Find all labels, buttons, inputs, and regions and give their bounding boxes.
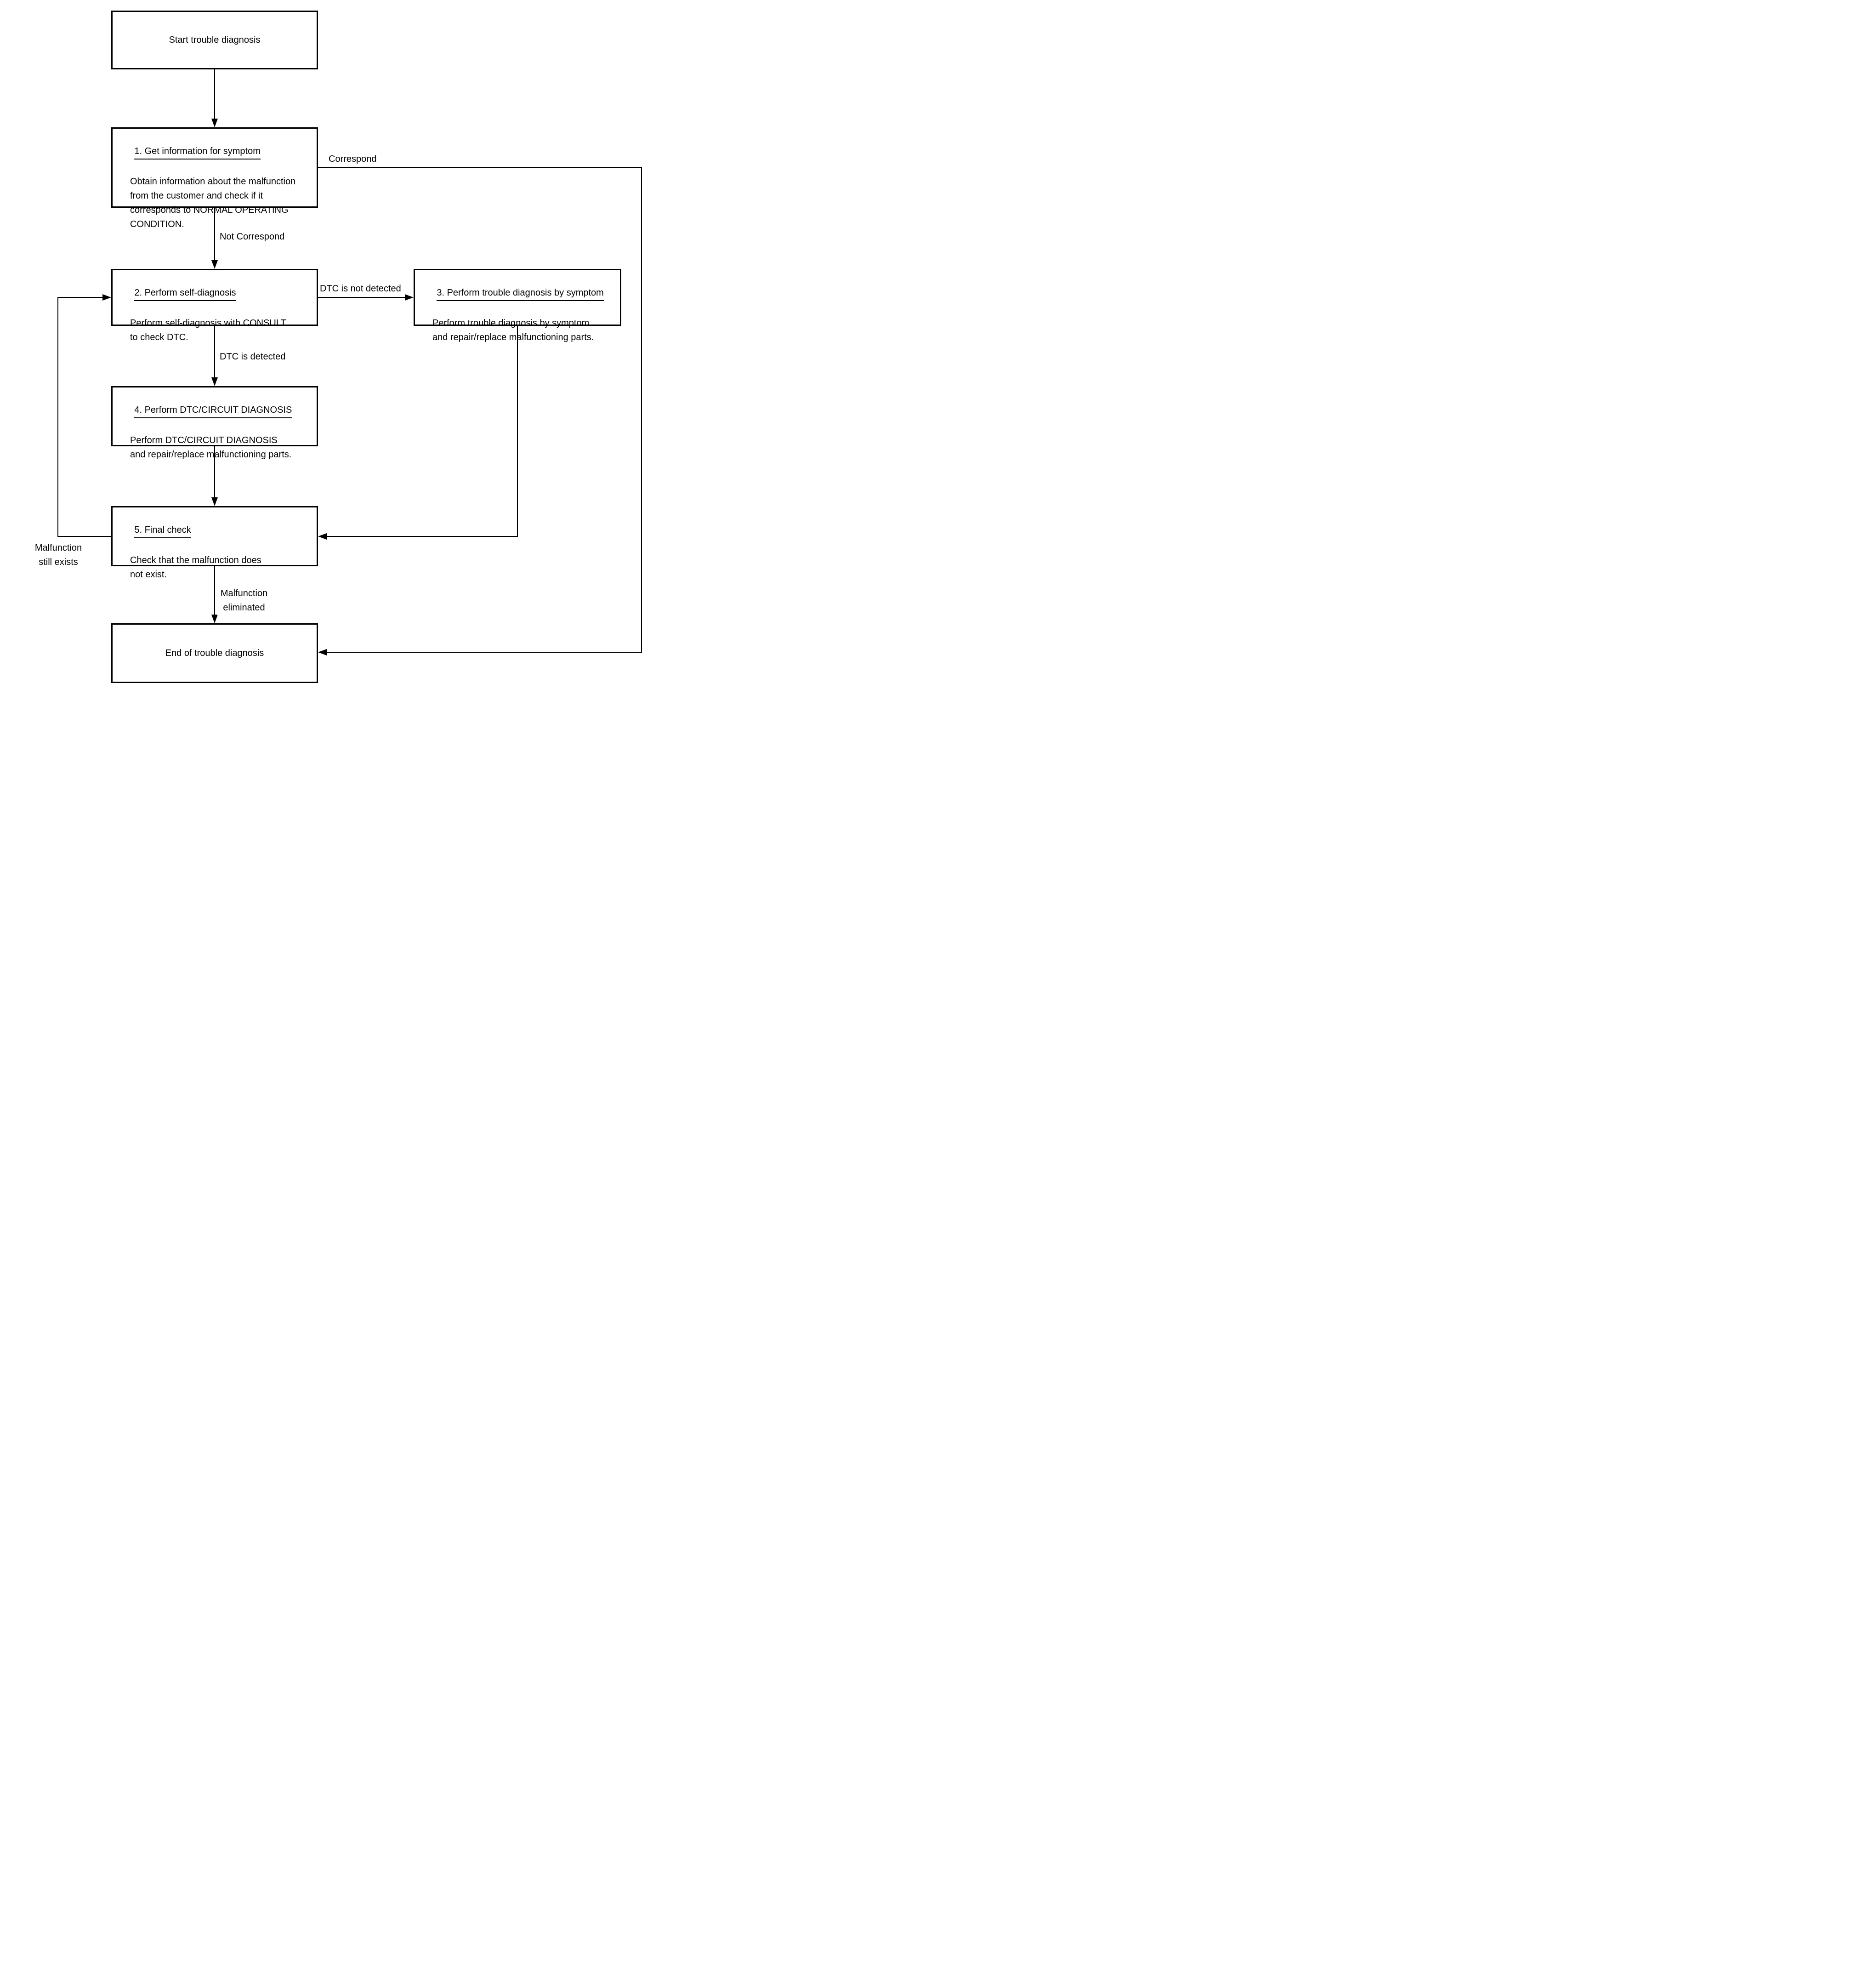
edge-correspond-vertical xyxy=(641,167,642,653)
edge-label-correspond: Correspond xyxy=(329,152,377,166)
node-end-label: End of trouble diagnosis xyxy=(165,648,264,658)
arrowhead-into-step5 xyxy=(211,497,218,506)
edge-label-not-correspond: Not Correspond xyxy=(220,230,285,244)
arrowhead-into-end-top xyxy=(211,615,218,623)
node-step2-title: 2. Perform self-diagnosis xyxy=(113,270,317,313)
edge-step3-into-step5 xyxy=(327,536,518,537)
arrowhead-into-step2 xyxy=(211,260,218,269)
node-step1: 1. Get information for symptom Obtain in… xyxy=(111,127,318,229)
node-step3: 3. Perform trouble diagnosis by symptom … xyxy=(414,269,621,342)
edge-label-malfunction-eliminated: Malfunction eliminated xyxy=(217,587,271,615)
node-step4-body: Perform DTC/CIRCUIT DIAGNOSIS and repair… xyxy=(130,435,292,460)
node-step3-title: 3. Perform trouble diagnosis by symptom xyxy=(415,270,620,313)
node-step2: 2. Perform self-diagnosis Perform self-d… xyxy=(111,269,318,342)
edge-step3-down xyxy=(517,326,518,537)
node-step3-body: Perform trouble diagnosis by symptom and… xyxy=(432,318,594,342)
edge-correspond-into-end xyxy=(327,652,642,653)
edge-label-dtc-detected: DTC is detected xyxy=(220,350,286,364)
node-end: End of trouble diagnosis xyxy=(111,623,318,683)
node-step4-title: 4. Perform DTC/CIRCUIT DIAGNOSIS xyxy=(113,387,317,430)
node-step1-body: Obtain information about the malfunction… xyxy=(130,177,296,229)
arrowhead-into-step4 xyxy=(211,377,218,386)
edge-step5-to-end xyxy=(214,566,215,617)
edge-step2-to-step3 xyxy=(318,297,405,298)
node-start-label: Start trouble diagnosis xyxy=(169,35,261,45)
node-step4: 4. Perform DTC/CIRCUIT DIAGNOSIS Perform… xyxy=(111,386,318,460)
edge-loop-bottom xyxy=(57,536,111,537)
node-step5: 5. Final check Check that the malfunctio… xyxy=(111,506,318,580)
edge-label-dtc-not-detected: DTC is not detected xyxy=(320,282,401,296)
edge-step4-to-step5 xyxy=(214,446,215,500)
edge-step2-to-step4 xyxy=(214,326,215,380)
edge-correspond-horizontal xyxy=(318,167,642,168)
edge-step1-to-step2 xyxy=(214,208,215,262)
edge-start-to-step1 xyxy=(214,69,215,121)
arrowhead-into-step5-right xyxy=(318,533,327,540)
arrowhead-into-step1 xyxy=(211,119,218,127)
edge-label-malfunction-still-exists: Malfunction still exists xyxy=(31,541,85,570)
node-step5-body: Check that the malfunction does not exis… xyxy=(130,555,261,580)
node-step5-title: 5. Final check xyxy=(113,507,317,550)
arrowhead-into-step3 xyxy=(405,294,414,301)
node-step2-body: Perform self-diagnosis with CONSULT to c… xyxy=(130,318,286,342)
edge-loop-top xyxy=(57,297,103,298)
arrowhead-into-end-right xyxy=(318,649,327,655)
node-step1-title: 1. Get information for symptom xyxy=(113,129,317,171)
arrowhead-into-step2-left xyxy=(102,294,111,301)
edge-loop-vertical xyxy=(57,297,58,537)
flowchart-canvas: Start trouble diagnosis 1. Get informati… xyxy=(0,0,650,696)
node-start: Start trouble diagnosis xyxy=(111,11,318,69)
